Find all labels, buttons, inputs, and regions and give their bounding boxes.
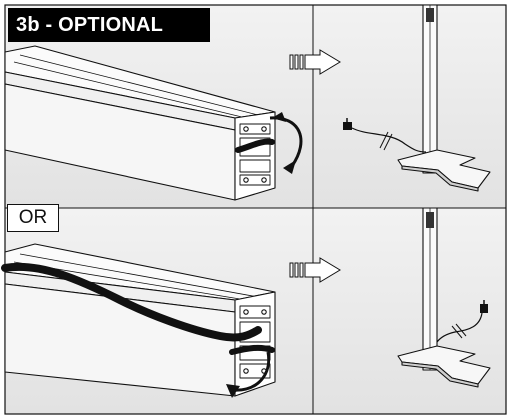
lamp-stand-top xyxy=(397,4,491,192)
profile-bottom xyxy=(4,243,276,397)
direction-arrow-icon xyxy=(289,257,341,283)
cable-bottom-tail xyxy=(229,344,275,355)
cable-top xyxy=(235,138,275,153)
power-plug-icon xyxy=(343,118,427,153)
step-label: 3b - OPTIONAL xyxy=(8,8,210,42)
profile-top xyxy=(4,45,276,201)
direction-arrow-icon xyxy=(289,49,341,75)
rotate-arrow-icon xyxy=(269,112,303,174)
power-plug-icon xyxy=(436,300,488,343)
alternative-label: OR xyxy=(7,204,59,232)
lamp-stand-bottom xyxy=(397,207,491,388)
rotate-arrow-icon xyxy=(226,351,271,398)
cut-mark-icon xyxy=(379,131,393,151)
cable-bottom xyxy=(1,262,262,342)
outer-frame xyxy=(4,4,507,415)
cut-mark-icon xyxy=(451,323,467,339)
